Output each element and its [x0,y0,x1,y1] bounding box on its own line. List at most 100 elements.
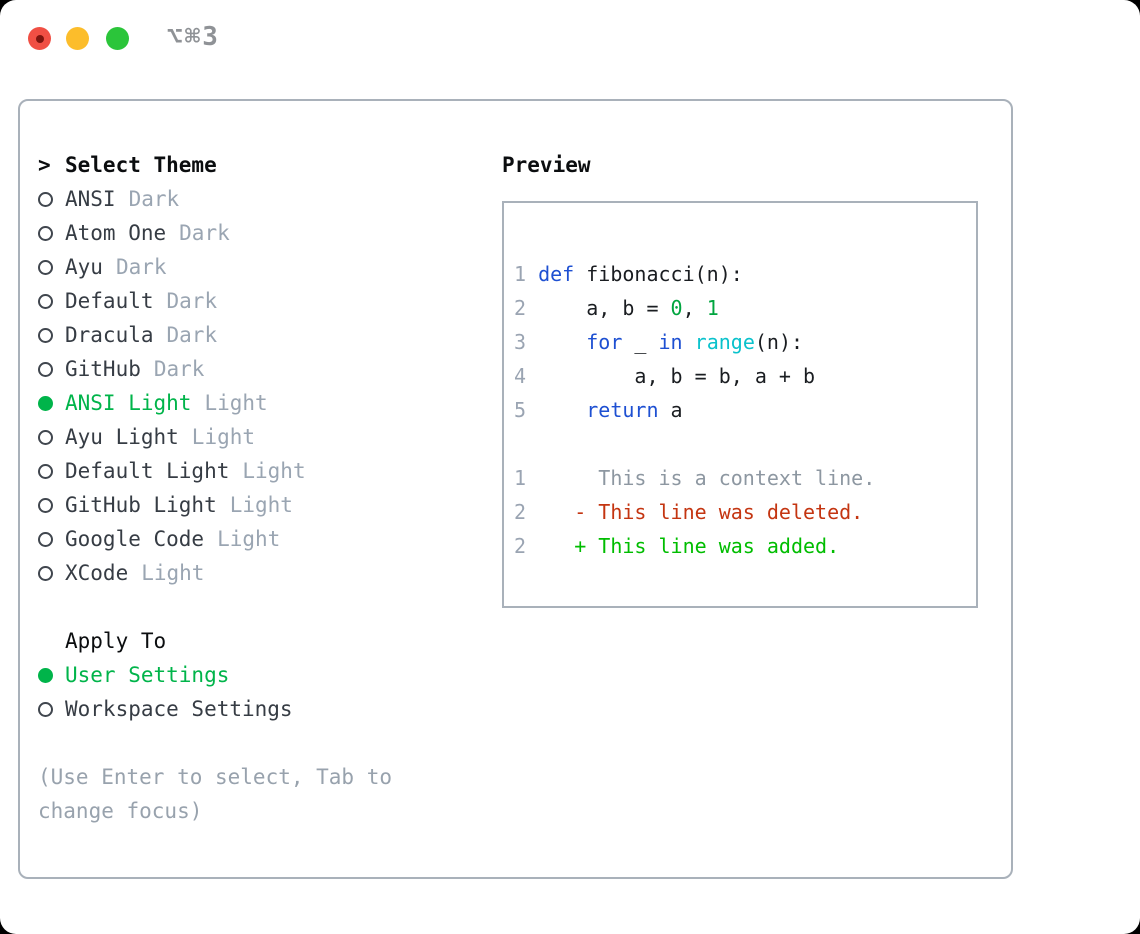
code-token-fg: a, b = b, a + b [538,364,816,388]
code-tokens: This is a context line. [538,466,875,490]
code-token-fg [683,330,695,354]
radio-icon [38,395,53,411]
select-theme-title: Select Theme [65,153,217,177]
radio-icon [38,293,53,309]
code-token-add: + This line was added. [538,534,840,558]
apply-to-option[interactable]: Workspace Settings [38,692,478,726]
line-number: 5 [514,398,539,422]
code-token-kw: return [586,398,659,422]
theme-variant: Dark [166,323,218,347]
code-token-ctx: This is a context line. [538,466,876,490]
theme-variant: Dark [115,255,167,279]
theme-name: GitHub Light [65,493,217,517]
theme-option[interactable]: Dracula Dark [38,318,478,352]
theme-variant: Light [229,493,293,517]
code-tokens: def fibonacci(n): [538,262,743,286]
line-number: 2 [514,296,539,320]
theme-variant: Light [204,391,268,415]
theme-option[interactable]: Google Code Light [38,522,478,556]
theme-variant: Dark [153,357,205,381]
code-tokens: return a [538,398,683,422]
theme-name: Ayu Light [65,425,179,449]
cursor-indicator: > [38,153,51,177]
code-line: 5 return a [514,393,976,427]
theme-name: Default Light [65,459,230,483]
apply-to-option[interactable]: User Settings [38,658,478,692]
code-tokens: a, b = 0, 1 [538,296,718,320]
zoom-button[interactable] [106,27,129,50]
close-button[interactable] [28,27,51,50]
code-token-fg: a, b = [538,296,671,320]
code-line: 1 This is a context line. [514,461,976,495]
hint-text: (Use Enter to select, Tab to change focu… [38,765,393,823]
code-tokens: + This line was added. [538,534,839,558]
code-line: 1 def fibonacci(n): [514,257,976,291]
theme-option[interactable]: GitHub Dark [38,352,478,386]
code-token-kw: for [586,330,623,354]
theme-option[interactable]: Ayu Light Light [38,420,478,454]
code-token-num: 0 [670,296,683,320]
code-line: 2 a, b = 0, 1 [514,291,976,325]
titlebar: ⌥⌘3 [0,0,1140,76]
theme-option[interactable]: Default Dark [38,284,478,318]
line-number: 4 [514,364,539,388]
code-token-fg: (n): [754,330,804,354]
line-number: 1 [514,262,539,286]
apply-to-list: User Settings Workspace Settings [38,658,478,726]
theme-name: Default [65,289,154,313]
code-tokens: for _ in range(n): [538,330,803,354]
radio-icon [38,565,53,581]
code-line: 2 + This line was added. [514,529,976,563]
radio-icon [38,497,53,513]
radio-icon [38,327,53,343]
radio-icon [38,361,53,377]
code-token-kw: in [658,330,683,354]
theme-variant: Dark [128,187,180,211]
code-token-fg: a [658,398,683,422]
apply-to-label: Workspace Settings [65,697,293,721]
code-line: 4 a, b = b, a + b [514,359,976,393]
radio-icon [38,191,53,207]
radio-icon [38,531,53,547]
theme-name: Google Code [65,527,205,551]
minimize-button[interactable] [66,27,89,50]
radio-icon [38,259,53,275]
theme-name: Ayu [65,255,103,279]
theme-name: Atom One [65,221,167,245]
theme-variant: Light [217,527,281,551]
code-token-fg: , [682,296,707,320]
theme-option[interactable]: Default Light Light [38,454,478,488]
theme-option[interactable]: GitHub Light Light [38,488,478,522]
theme-variant: Light [191,425,256,449]
close-dot-icon [35,34,44,43]
line-number: 1 [514,466,539,490]
code-tokens: - This line was deleted. [538,500,863,524]
preview-pane: Preview 1 def fibonacci(n): 2 a, b = 0, … [502,148,992,608]
code-line [514,427,976,461]
theme-variant: Light [141,561,205,585]
theme-name: ANSI Light [65,391,192,415]
code-token-fg [538,398,586,422]
theme-name: Dracula [65,323,154,347]
code-token-fg [538,330,586,354]
theme-variant: Dark [166,289,218,313]
code-token-kw: def [538,262,575,286]
theme-option[interactable]: ANSI Light Light [38,386,478,420]
radio-icon [38,225,53,241]
radio-icon [38,701,53,717]
theme-variant: Light [242,459,306,483]
line-number [514,432,526,456]
code-block: 1 def fibonacci(n): 2 a, b = 0, 1 3 for … [514,257,976,563]
line-number: 2 [514,534,539,558]
theme-name: GitHub [65,357,141,381]
code-tokens: a, b = b, a + b [538,364,815,388]
theme-option[interactable]: Ayu Dark [38,250,478,284]
select-theme-header: > Select Theme [38,148,478,182]
